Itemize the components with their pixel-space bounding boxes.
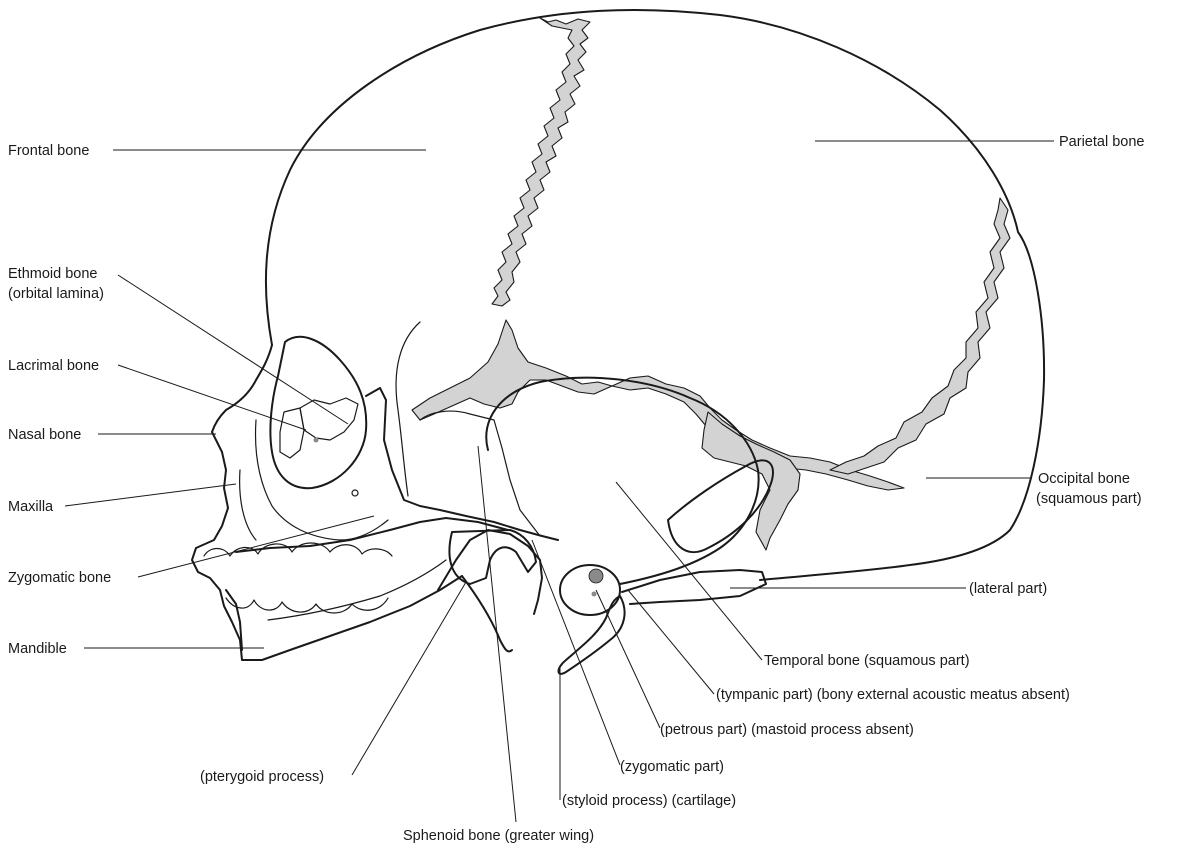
inner-ear-dot: [592, 592, 597, 597]
label-ethmoid-orbital-lamina: (orbital lamina): [8, 286, 104, 302]
leader-ethmoid: [118, 275, 348, 424]
sutures: [412, 18, 1010, 550]
lacrimal-plate: [280, 408, 304, 458]
ethmoid-plate: [300, 398, 358, 440]
label-mandible: Mandible: [8, 641, 67, 657]
label-petrous-part: (petrous part) (mastoid process absent): [660, 722, 914, 738]
leader-sphenoid: [478, 446, 516, 822]
external-acoustic-opening: [589, 569, 603, 583]
label-parietal-bone: Parietal bone: [1059, 134, 1144, 150]
maxilla-contour: [256, 420, 388, 540]
skull-outlines: [192, 10, 1044, 674]
label-zygomatic-bone: Zygomatic bone: [8, 570, 111, 586]
temporal-squamous-outline: [486, 378, 758, 584]
leader-tympanic: [628, 590, 714, 694]
lacrimal-dot: [314, 438, 319, 443]
label-frontal-bone: Frontal bone: [8, 143, 89, 159]
label-ethmoid-bone: Ethmoid bone: [8, 266, 97, 282]
zygomatic-arch-lower: [236, 518, 508, 552]
label-occipital-bone: Occipital bone: [1038, 471, 1130, 487]
frontal-face-outline: [212, 345, 272, 432]
zygomatic-outline: [366, 388, 558, 540]
cranial-vault-outline: [266, 10, 1044, 580]
label-lateral-part: (lateral part): [969, 581, 1047, 597]
mandible-outline: [226, 576, 512, 652]
orbit-outline: [270, 337, 366, 488]
label-pterygoid-process: (pterygoid process): [200, 769, 324, 785]
label-tympanic-part: (tympanic part) (bony external acoustic …: [716, 687, 1070, 703]
leader-pterygoid: [352, 582, 466, 775]
label-lacrimal-bone: Lacrimal bone: [8, 358, 99, 374]
label-maxilla: Maxilla: [8, 499, 54, 515]
label-zygomatic-part: (zygomatic part): [620, 759, 724, 775]
lambdoid-suture: [830, 198, 1010, 474]
label-nasal-bone: Nasal bone: [8, 427, 81, 443]
leader-lines: [65, 141, 1054, 822]
mastoid-fontanelle: [702, 412, 800, 550]
label-styloid-process: (styloid process) (cartilage): [562, 793, 736, 809]
sphenoid-greater-wing: [420, 411, 540, 536]
sphenoidal-fontanelle: [412, 320, 612, 420]
labels: Frontal bone Parietal bone Ethmoid bone …: [8, 134, 1144, 844]
anterior-fontanelle-suture: [492, 18, 590, 306]
occipital-lateral-outline: [622, 570, 766, 604]
label-temporal-squamous: Temporal bone (squamous part): [764, 653, 970, 669]
leader-zygomatic-part: [532, 540, 620, 765]
infraorbital-foramen: [352, 490, 358, 496]
leader-zygomatic: [138, 516, 374, 577]
label-occipital-squamous: (squamous part): [1036, 491, 1142, 507]
maxilla-inner-line: [240, 470, 256, 540]
mastoid-wedge: [668, 460, 773, 552]
upper-teeth: [204, 543, 392, 556]
nasal-maxilla-front: [192, 432, 462, 660]
label-sphenoid-bone: Sphenoid bone (greater wing): [403, 828, 594, 844]
leader-maxilla: [65, 484, 236, 506]
leader-petrous: [596, 590, 660, 728]
